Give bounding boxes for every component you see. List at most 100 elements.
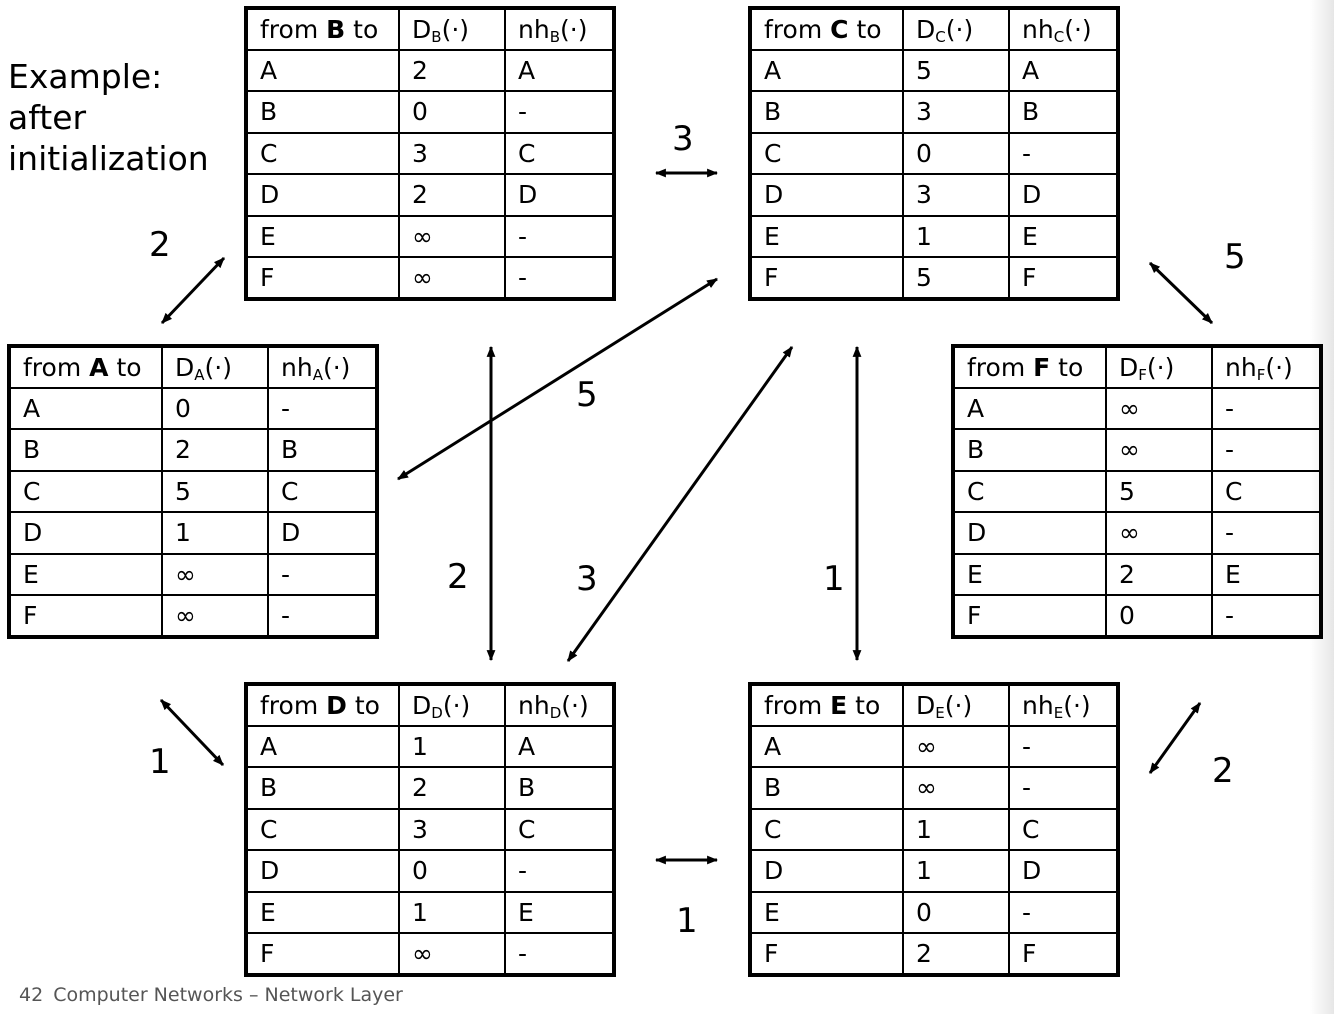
next-hop-cell: E [1211,552,1322,596]
nh-label: nh [281,352,313,382]
next-hop-cell: - [1211,428,1322,472]
to-label: to [345,14,379,44]
table-row: E∞- [245,214,615,258]
table-row: F∞- [245,932,615,976]
destination-cell: F [245,256,400,300]
destination-cell: D [749,173,904,217]
dist-label: D [1119,352,1139,382]
header-from: from A to [8,345,163,389]
nh-arg: (·) [561,690,589,720]
distance-cell: 0 [398,90,506,134]
destination-cell: B [749,766,904,810]
destination-cell: E [8,552,163,596]
destination-cell: B [952,428,1107,472]
next-hop-cell: D [1008,173,1119,217]
next-hop-cell: - [504,90,615,134]
distance-cell: ∞ [902,766,1010,810]
link-cost-a-b: 2 [149,225,171,265]
distance-cell: 1 [902,214,1010,258]
next-hop-cell: E [1008,214,1119,258]
nh-arg: (·) [1064,14,1092,44]
header-from: from C to [749,7,904,51]
distance-cell: 3 [902,173,1010,217]
source-node: E [830,690,848,720]
header-distance: DF(·) [1105,345,1213,389]
next-hop-cell: - [267,552,378,596]
next-hop-cell: - [267,594,378,638]
nh-arg: (·) [322,352,351,382]
next-hop-cell: C [1008,807,1119,851]
destination-cell: C [8,469,163,513]
source-node: A [89,352,109,382]
dist-subscript: C [935,27,946,46]
next-hop-cell: - [504,214,615,258]
link-cost-a-d: 1 [149,742,171,782]
destination-cell: E [952,552,1107,596]
dist-subscript: B [431,27,442,46]
link-cost-b-c: 3 [672,119,694,159]
header-next-hop: nhC(·) [1008,7,1119,51]
dist-label: D [412,690,432,720]
nh-arg: (·) [1063,690,1091,720]
distance-cell: 0 [902,890,1010,934]
from-label: from [260,14,327,44]
distance-cell: 2 [902,932,1010,976]
from-label: from [260,690,327,720]
link-arrow-a-d [159,698,225,767]
destination-cell: B [245,90,400,134]
next-hop-cell: D [504,173,615,217]
link-cost-d-e: 1 [676,901,698,941]
destination-cell: C [749,131,904,175]
distance-cell: ∞ [161,552,269,596]
destination-cell: B [8,428,163,472]
next-hop-cell: C [504,807,615,851]
next-hop-cell: - [1211,511,1322,555]
next-hop-cell: - [1008,890,1119,934]
to-label: to [847,690,881,720]
next-hop-cell: C [504,131,615,175]
nh-label: nh [1225,352,1257,382]
to-label: to [848,14,882,44]
destination-cell: E [245,214,400,258]
distance-cell: 1 [902,807,1010,851]
header-next-hop: nhE(·) [1008,683,1119,727]
distance-cell: 0 [1105,594,1213,638]
nh-subscript: F [1256,365,1266,384]
distance-cell: 2 [161,428,269,472]
page-number: 42 [19,984,44,1006]
distance-cell: 1 [398,890,506,934]
destination-cell: A [749,48,904,92]
table-row: B∞- [749,766,1119,810]
next-hop-cell: A [1008,48,1119,92]
source-node: B [326,14,346,44]
distance-cell: 5 [1105,469,1213,513]
destination-cell: F [749,256,904,300]
nh-subscript: C [1053,27,1065,46]
destination-cell: D [952,511,1107,555]
header-from: from D to [245,683,400,727]
next-hop-cell: C [1211,469,1322,513]
distance-cell: ∞ [398,932,506,976]
nh-arg: (·) [560,14,588,44]
distance-cell: 5 [902,256,1010,300]
slide-footer: 42 Computer Networks – Network Layer [19,984,413,1006]
nh-subscript: A [312,365,323,384]
distance-cell: 1 [902,849,1010,893]
table-row: B∞- [952,428,1322,472]
destination-cell: C [952,469,1107,513]
footer-title: Computer Networks – Network Layer [53,984,403,1006]
destination-cell: A [952,386,1107,430]
destination-cell: A [8,386,163,430]
distance-cell: ∞ [161,594,269,638]
dist-label: D [916,14,936,44]
dist-subscript: D [431,703,443,722]
destination-cell: D [8,511,163,555]
